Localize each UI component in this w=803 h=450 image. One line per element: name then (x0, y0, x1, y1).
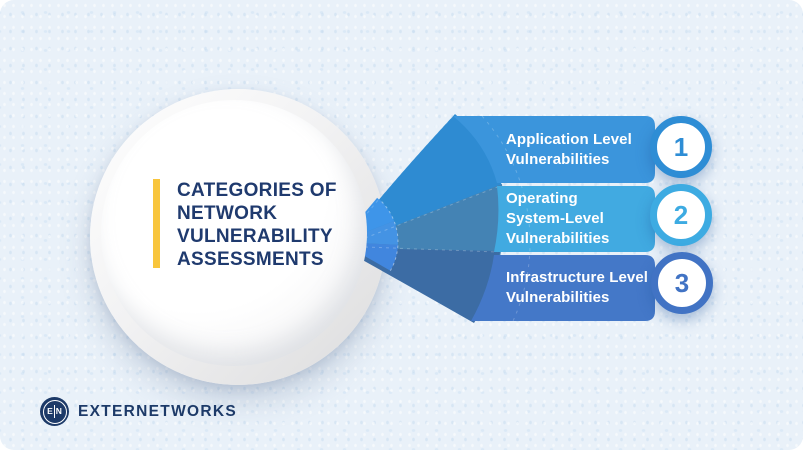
banner-label-2: Operating System-Level Vulnerabilities (506, 186, 666, 252)
banner-label-2-line-2: System-Level (506, 210, 604, 227)
logo-text: EXTERNETWORKS (78, 402, 237, 420)
banner-label-3-line-1: Infrastructure Level (506, 269, 649, 286)
number-badge-3-value: 3 (674, 267, 690, 298)
banner-label-2-line-1: Operating (506, 190, 578, 207)
number-badge-2: 2 (650, 184, 712, 246)
number-badge-1-value: 1 (673, 131, 689, 162)
funnel-wedge-3 (341, 248, 500, 323)
number-badge-3: 3 (651, 252, 713, 314)
externetworks-logo-icon: E N (40, 397, 69, 426)
banner-label-3-line-2: Vulnerabilities (506, 289, 610, 306)
title-line-4: ASSESSMENTS (177, 249, 324, 270)
banner-label-2-line-3: Vulnerabilities (506, 230, 610, 247)
number-badge-1: 1 (650, 116, 712, 178)
title-line-2: NETWORK (177, 203, 278, 224)
banner-label-3: Infrastructure Level Vulnerabilities (506, 255, 666, 321)
banner-label-1: Application Level Vulnerabilities (506, 116, 666, 183)
title-accent-bar (153, 179, 160, 268)
page-title: CATEGORIES OF NETWORK VULNERABILITY ASSE… (177, 179, 337, 271)
logo-icon-letters: E N (42, 399, 67, 424)
externetworks-logo: E N EXTERNETWORKS (40, 397, 237, 426)
banner-3 (471, 255, 655, 321)
banner-2 (494, 186, 655, 252)
dashed-line-boundary-1 (364, 185, 501, 239)
logo-letter-e: E (47, 406, 53, 417)
logo-icon-divider (53, 405, 55, 418)
title-line-3: VULNERABILITY (177, 226, 333, 247)
logo-letter-n: N (55, 406, 62, 417)
dashed-line-boundary-2 (364, 246, 499, 253)
title-sphere (101, 100, 367, 366)
banner-1 (453, 116, 655, 183)
title-block: CATEGORIES OF NETWORK VULNERABILITY ASSE… (153, 179, 337, 271)
number-badge-2-value: 2 (673, 199, 689, 230)
banner-label-1-line-2: Vulnerabilities (506, 150, 610, 168)
banner-label-1-line-1: Application Level (506, 130, 632, 148)
title-line-1: CATEGORIES OF (177, 180, 337, 201)
